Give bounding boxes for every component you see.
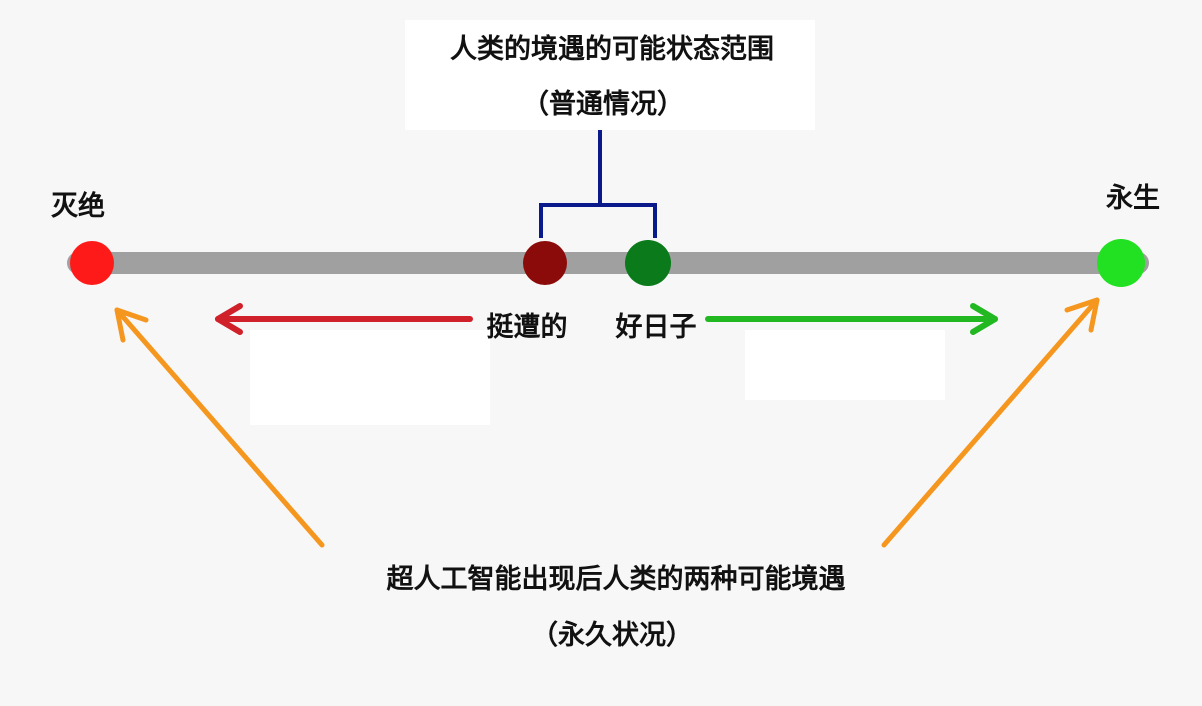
good-label: 好日子 [615, 312, 697, 343]
bad-label: 挺遭的 [487, 311, 568, 343]
bottom-sub: （永久状况） [531, 620, 693, 651]
bottom-title: 超人工智能出现后人类的两种可能境遇 [387, 563, 846, 595]
right-arrow [705, 303, 998, 335]
title-sub: （普通情况） [522, 88, 684, 120]
orange-arrow-left [114, 307, 325, 548]
good-dot [625, 240, 671, 286]
title: 人类的境遇的可能状态范围 [450, 33, 774, 65]
immortality-label: 永生 [1105, 183, 1160, 214]
left-arrow [215, 303, 473, 335]
orange-arrow-right [881, 297, 1100, 548]
extinction-label: 灭绝 [51, 190, 105, 222]
extinction-dot [70, 241, 114, 285]
immortality-dot [1097, 239, 1145, 287]
bad-dot [523, 241, 567, 285]
range-bracket [539, 130, 657, 238]
